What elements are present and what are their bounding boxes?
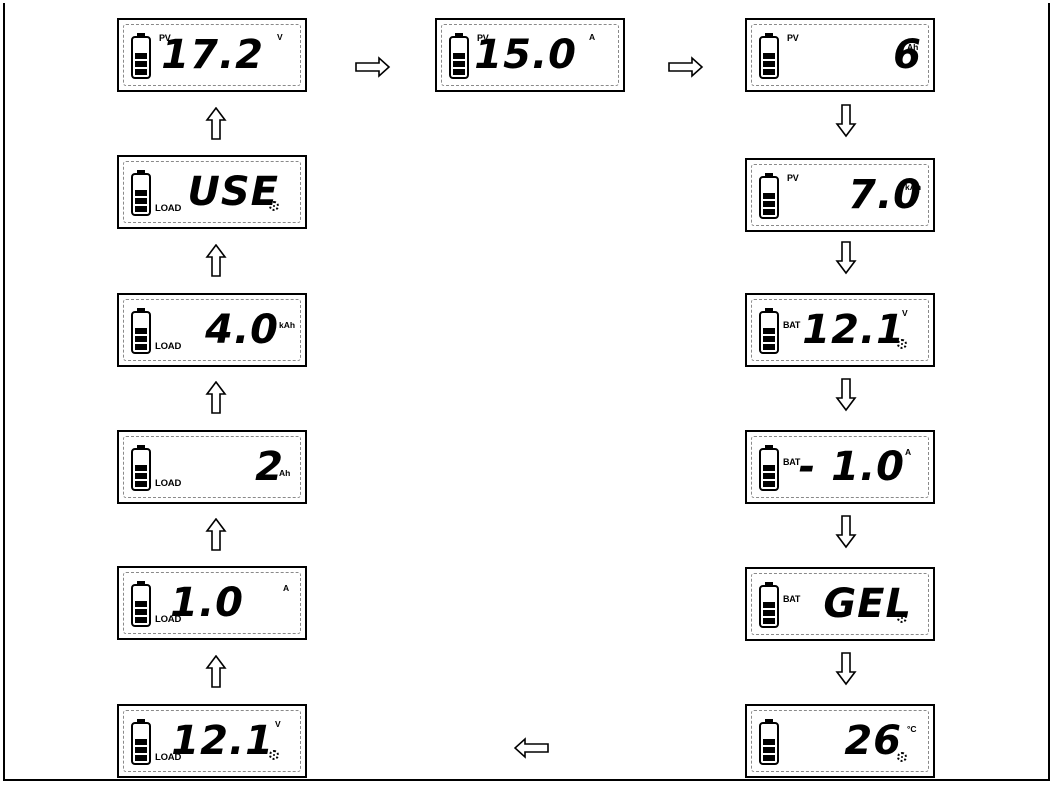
lcd-value: 12.1	[802, 307, 905, 353]
lcd-value: 17.2	[161, 32, 264, 78]
battery-icon	[449, 33, 469, 79]
arrow-down-icon	[835, 241, 857, 280]
lcd-value: 26	[844, 718, 902, 764]
battery-icon	[759, 308, 779, 354]
battery-icon	[131, 581, 151, 627]
lcd-value: 2	[255, 444, 284, 490]
lcd-value: 15.0	[474, 32, 577, 78]
lcd-unit: A	[905, 447, 912, 457]
arrow-up-icon	[205, 380, 227, 420]
gear-icon	[897, 752, 907, 762]
lcd-dashed-border	[751, 573, 929, 635]
lcd-label: BAT	[783, 594, 801, 604]
arrow-right-icon	[668, 56, 704, 83]
lcd-label: LOAD	[155, 341, 182, 352]
battery-icon	[131, 445, 151, 491]
arrow-down-icon	[835, 652, 857, 691]
lcd-unit: Ah	[279, 468, 291, 478]
lcd-dashed-border	[751, 299, 929, 361]
lcd-value: GEL	[823, 581, 912, 627]
lcd-dashed-border	[751, 436, 929, 498]
battery-icon	[131, 719, 151, 765]
lcd-unit: V	[902, 308, 908, 318]
arrow-right-icon	[355, 56, 391, 83]
lcd-dashed-border	[123, 710, 301, 772]
lcd-temperature: 26 °C	[745, 704, 935, 778]
lcd-label: BAT	[783, 457, 801, 467]
arrow-up-icon	[205, 517, 227, 557]
battery-icon	[131, 308, 151, 354]
lcd-value: 4.0	[205, 307, 279, 353]
battery-icon	[131, 170, 151, 216]
lcd-label: LOAD	[155, 478, 182, 489]
lcd-unit: kAh	[905, 182, 922, 192]
gear-icon	[269, 201, 279, 211]
arrow-down-icon	[835, 104, 857, 143]
arrow-left-icon	[513, 737, 550, 764]
lcd-value: - 1.0	[798, 444, 905, 490]
lcd-unit: V	[277, 32, 283, 42]
lcd-unit: kAh	[279, 320, 296, 330]
arrow-up-icon	[205, 654, 227, 694]
lcd-load-use: LOAD USE	[117, 155, 307, 229]
outer-frame	[3, 3, 1050, 781]
arrow-down-icon	[835, 515, 857, 554]
lcd-label: BAT	[783, 320, 801, 330]
lcd-dashed-border	[123, 24, 301, 86]
lcd-unit: Ah	[907, 42, 919, 52]
gear-icon	[897, 339, 907, 349]
gear-icon	[269, 750, 279, 760]
battery-icon	[759, 719, 779, 765]
lcd-label: PV	[787, 33, 799, 43]
lcd-value: 7.0	[848, 172, 922, 218]
lcd-dashed-border	[123, 299, 301, 361]
battery-icon	[131, 33, 151, 79]
lcd-label: PV	[477, 33, 489, 43]
lcd-dashed-border	[751, 164, 929, 226]
lcd-unit: A	[589, 32, 596, 42]
lcd-dashed-border	[441, 24, 619, 86]
lcd-label: PV	[787, 173, 799, 183]
lcd-label: LOAD	[155, 203, 182, 214]
arrow-down-icon	[835, 378, 857, 417]
gear-icon	[897, 613, 907, 623]
lcd-dashed-border	[751, 710, 929, 772]
lcd-unit: V	[275, 719, 281, 729]
lcd-dashed-border	[123, 161, 301, 223]
lcd-unit: °C	[907, 724, 917, 734]
battery-icon	[759, 173, 779, 219]
arrow-up-icon	[205, 243, 227, 283]
lcd-label: PV	[159, 33, 171, 43]
lcd-dashed-border	[751, 24, 929, 86]
lcd-label: LOAD	[155, 752, 182, 763]
lcd-label: LOAD	[155, 614, 182, 625]
arrow-up-icon	[205, 106, 227, 146]
lcd-unit: A	[283, 583, 290, 593]
lcd-value: 6	[893, 32, 922, 78]
lcd-dashed-border	[123, 572, 301, 634]
lcd-bat-type: BAT GEL	[745, 567, 935, 641]
lcd-dashed-border	[123, 436, 301, 498]
battery-icon	[759, 33, 779, 79]
lcd-value: USE	[187, 169, 279, 215]
lcd-value: 1.0	[170, 580, 244, 626]
lcd-value: 12.1	[171, 718, 274, 764]
battery-icon	[759, 445, 779, 491]
battery-icon	[759, 582, 779, 628]
